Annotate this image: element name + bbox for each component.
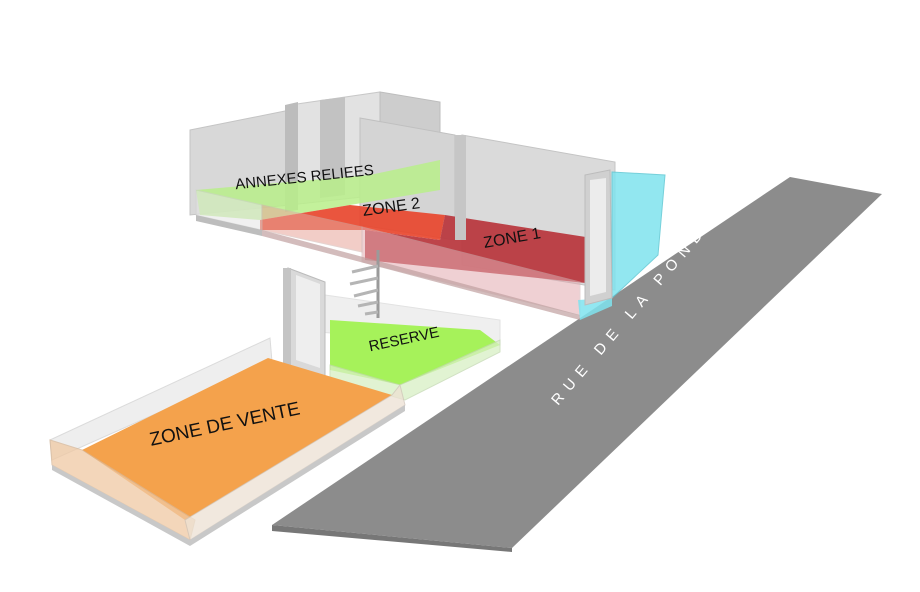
reserve-floor <box>330 320 500 385</box>
zone2-floor <box>260 205 445 240</box>
spiral-stair <box>349 250 380 318</box>
lower-level <box>49 250 501 546</box>
upper-level <box>189 91 666 320</box>
zone-vente-floor <box>82 358 392 520</box>
zone1-floor <box>365 215 605 285</box>
glass-panel <box>611 171 666 300</box>
